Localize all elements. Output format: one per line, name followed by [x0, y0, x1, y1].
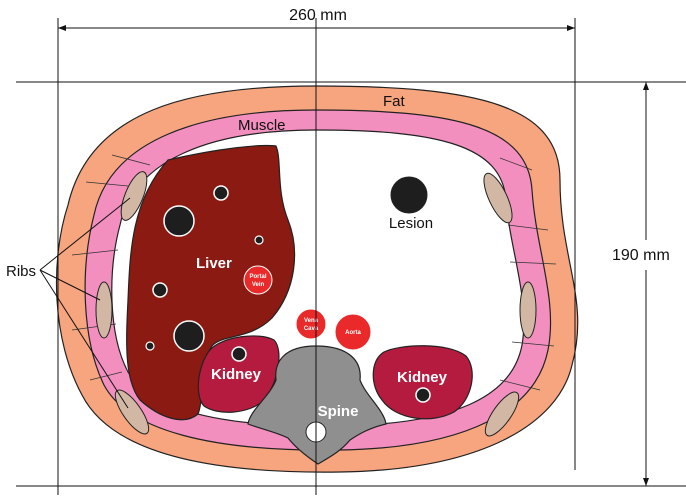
- liver-vessel: [145, 341, 155, 351]
- liver-label: Liver: [196, 255, 232, 272]
- dimension-arrowheads: [58, 25, 649, 486]
- lesion: [390, 176, 428, 214]
- kidney-left-label: Kidney: [211, 366, 262, 383]
- liver-vessel: [254, 235, 264, 245]
- kidney-right-label: Kidney: [397, 369, 448, 386]
- rib: [519, 281, 537, 339]
- aorta: [334, 313, 372, 351]
- kidney-left-vessel: [231, 346, 247, 362]
- liver-vessel: [163, 205, 195, 237]
- spine: [247, 345, 387, 465]
- rib: [483, 172, 513, 224]
- portal-vein-label-2: Vein: [252, 282, 265, 288]
- rib-separators-right: [499, 157, 557, 391]
- ribs-right: [483, 172, 537, 437]
- vena-cava: [295, 308, 327, 340]
- fat-label: Fat: [383, 93, 406, 110]
- vena-cava-label-2: Cava: [304, 326, 319, 332]
- rib: [484, 391, 520, 437]
- rib: [95, 281, 113, 339]
- spine-label: Spine: [318, 403, 359, 420]
- vena-cava-label-1: Vena: [304, 318, 319, 324]
- ribs-label: Ribs: [6, 263, 36, 280]
- liver-vessel: [213, 185, 229, 201]
- liver-vessels: [145, 185, 264, 352]
- guide-lines: [16, 18, 686, 495]
- height-dimension-label: 190 mm: [612, 247, 670, 264]
- kidney-right: [372, 345, 473, 420]
- liver-vessel: [173, 320, 205, 352]
- rib: [120, 171, 148, 221]
- kidney-right-vessel: [415, 387, 431, 403]
- muscle-label: Muscle: [238, 117, 286, 134]
- portal-vein: [243, 265, 273, 295]
- ribs-pointer-lines: [39, 197, 131, 409]
- aorta-label: Aorta: [345, 330, 361, 336]
- width-dimension-label: 260 mm: [289, 7, 347, 24]
- portal-vein-label-1: Portal: [249, 274, 266, 280]
- liver-vessel: [152, 282, 168, 298]
- lesion-label: Lesion: [389, 215, 433, 232]
